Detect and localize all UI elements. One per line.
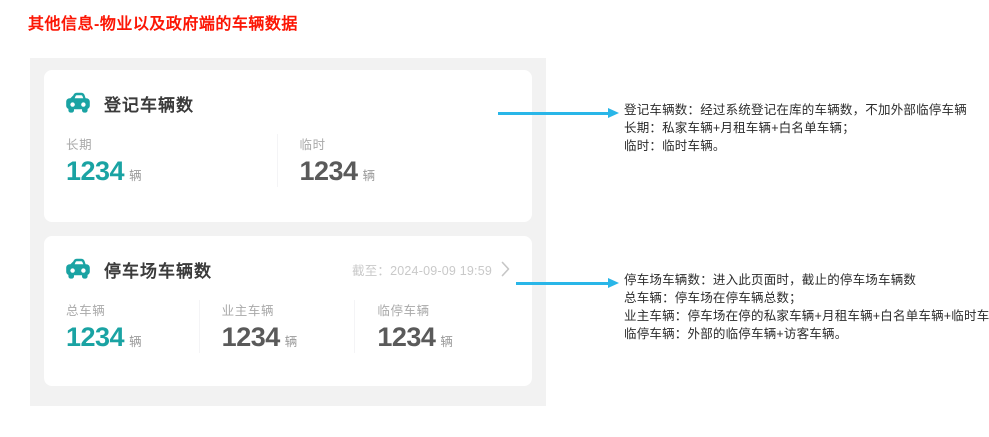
card-header: 停车场车辆数 截至：2024-09-09 19:59 [66, 254, 510, 284]
stat-item: 长期 1234 辆 [66, 134, 277, 187]
annotation-line: 长期：私家车辆+月租车辆+白名单车辆； [624, 121, 855, 135]
stat-item: 业主车辆 1234 辆 [198, 300, 355, 353]
stat-unit: 辆 [284, 335, 298, 349]
stat-item: 临时 1234 辆 [276, 134, 511, 187]
card-title: 登记车辆数 [104, 95, 194, 115]
stat-label: 总车辆 [66, 304, 106, 318]
callout-arrow-head [608, 108, 619, 118]
stat-value-row: 1234 辆 [300, 156, 511, 187]
annotation-line: 业主车辆：停车场在停的私家车辆+月租车辆+白名单车辆+临时车 [624, 309, 989, 323]
stat-value: 1234 [66, 322, 125, 352]
stat-value: 1234 [377, 322, 436, 352]
card-title: 停车场车辆数 [104, 261, 212, 281]
annotation-line: 总车辆：停车场在停车辆总数； [624, 291, 802, 305]
stats-row: 长期 1234 辆 临时 1234 辆 [66, 134, 510, 187]
stat-label: 临时 [299, 138, 326, 152]
stat-label: 长期 [66, 138, 93, 152]
stat-label: 业主车辆 [221, 304, 275, 318]
annotation-registered-vehicles: 登记车辆数：经过系统登记在库的车辆数，不加外部临停车辆 长期：私家车辆+月租车辆… [624, 101, 967, 155]
stat-value: 1234 [66, 156, 125, 186]
annotation-line: 登记车辆数：经过系统登记在库的车辆数，不加外部临停车辆 [624, 103, 967, 117]
annotation-line: 临时：临时车辆。 [624, 139, 726, 153]
annotation-parking-lot-vehicles: 停车场车辆数：进入此页面时，截止的停车场车辆数 总车辆：停车场在停车辆总数； 业… [624, 271, 989, 343]
stat-value-row: 1234 辆 [222, 322, 355, 353]
callout-arrow-head [608, 278, 619, 288]
page-title: 其他信息-物业以及政府端的车辆数据 [28, 16, 298, 33]
stat-value-row: 1234 辆 [66, 322, 199, 353]
car-icon [66, 92, 90, 113]
registered-vehicles-card[interactable]: 登记车辆数 长期 1234 辆 临时 1234 辆 [44, 70, 532, 222]
timestamp-label: 截至：2024-09-09 19:59 [352, 263, 492, 278]
stat-item: 总车辆 1234 辆 [66, 300, 199, 353]
chevron-right-icon[interactable] [501, 261, 510, 277]
stat-unit: 辆 [440, 335, 453, 349]
stat-unit: 辆 [362, 169, 376, 183]
car-icon [66, 258, 90, 279]
stat-value: 1234 [221, 322, 281, 352]
stat-value: 1234 [299, 156, 359, 186]
stats-row: 总车辆 1234 辆 业主车辆 1234 辆 临停车辆 1234 辆 [66, 300, 510, 353]
stat-value-row: 1234 辆 [66, 156, 277, 187]
annotation-line: 停车场车辆数：进入此页面时，截止的停车场车辆数 [624, 273, 917, 287]
stat-item: 临停车辆 1234 辆 [354, 300, 510, 353]
stat-label: 临停车辆 [377, 304, 430, 318]
stat-unit: 辆 [129, 335, 142, 349]
card-container: 登记车辆数 长期 1234 辆 临时 1234 辆 [30, 58, 546, 406]
stat-unit: 辆 [129, 169, 142, 183]
parking-lot-vehicles-card[interactable]: 停车场车辆数 截至：2024-09-09 19:59 总车辆 1234 辆 业主… [44, 236, 532, 386]
stat-value-row: 1234 辆 [377, 322, 510, 353]
annotation-line: 临停车辆：外部的临停车辆+访客车辆。 [624, 327, 848, 341]
card-header: 登记车辆数 [66, 88, 510, 118]
